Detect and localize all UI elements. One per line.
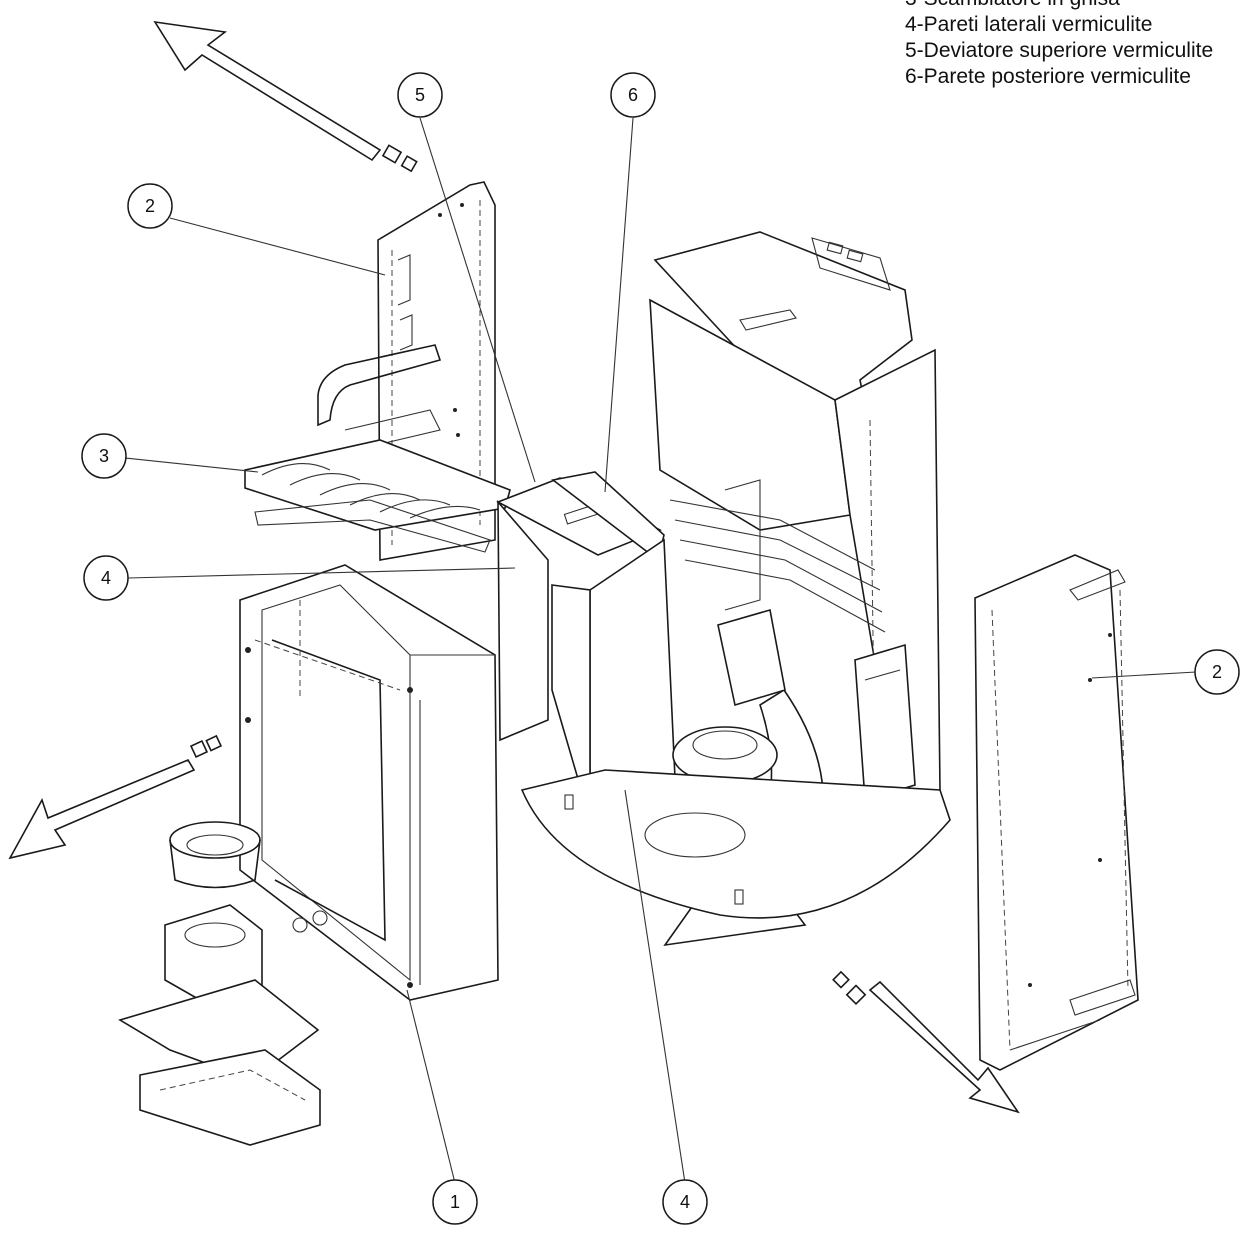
parts-legend: 3-Scambiatore in ghisa 4-Pareti laterali…: [905, 0, 1251, 90]
cast-iron-exchanger: [244, 439, 511, 553]
firebox-frame: [239, 564, 499, 1001]
callout-2-left: 2: [127, 183, 173, 229]
callout-label: 6: [628, 85, 638, 105]
callout-4-bottom: 4: [662, 1179, 708, 1225]
ash-drawer: [118, 979, 321, 1146]
callout-4-left: 4: [83, 555, 129, 601]
callout-1: 1: [432, 1179, 478, 1225]
side-panel-right: [974, 554, 1139, 1071]
callout-2-right: 2: [1194, 649, 1240, 695]
legend-item: 4-Pareti laterali vermiculite: [905, 13, 1153, 36]
callout-label: 4: [101, 568, 111, 588]
callout-label: 1: [450, 1192, 460, 1212]
callout-3: 3: [81, 433, 127, 479]
stove-base-plate: [520, 769, 951, 919]
vermiculite-top-deflector: [496, 477, 662, 742]
top-bracket: [317, 344, 442, 451]
legend-item: 3-Scambiatore in ghisa: [905, 0, 1251, 12]
callout-label: 5: [415, 85, 425, 105]
callout-label: 3: [99, 446, 109, 466]
leader-lines: [124, 117, 1197, 1184]
callout-5: 5: [397, 72, 443, 118]
control-board: [854, 643, 916, 802]
callout-6: 6: [610, 72, 656, 118]
callout-label: 4: [680, 1192, 690, 1212]
heat-exchanger-tubes: [669, 479, 886, 633]
callout-label: 2: [1212, 662, 1222, 682]
burn-pot: [169, 821, 261, 889]
arrow-bottom-right: [832, 970, 1020, 1114]
arrow-bottom-left: [8, 734, 223, 860]
fan-motor: [672, 608, 786, 784]
vermiculite-rear-wall: [551, 471, 677, 822]
arrow-top-left: [153, 20, 418, 173]
legend-item: 6-Parete posteriore vermiculite: [905, 65, 1191, 88]
callout-label: 2: [145, 196, 155, 216]
legend-item: 5-Deviatore superiore vermiculite: [905, 39, 1214, 62]
